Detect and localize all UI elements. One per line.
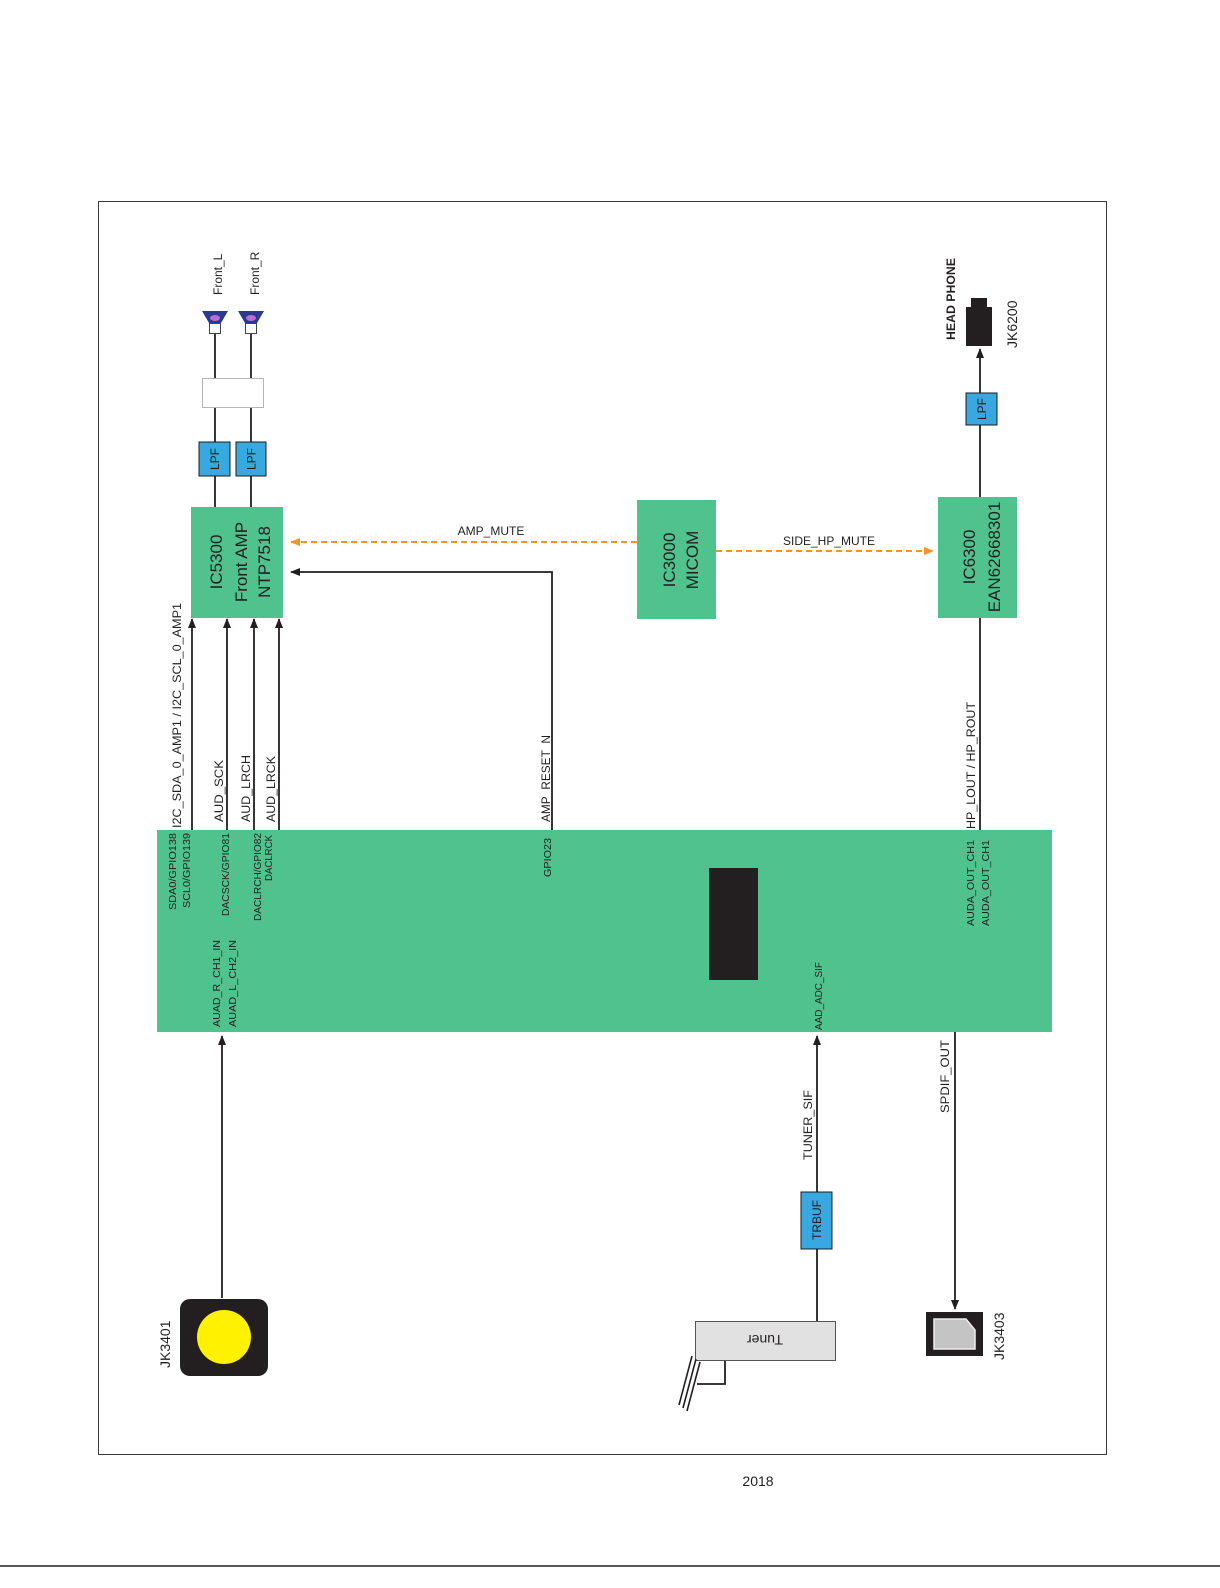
- ic5300-function: Front AMP: [232, 522, 251, 602]
- signal-tuner-sif: TUNER_SIF: [801, 1090, 815, 1160]
- speaker-icon: [238, 311, 264, 334]
- ic5300-part: NTP7518: [255, 526, 274, 598]
- optical-jack-icon: [926, 1312, 983, 1356]
- pin-daclrch: DACLRCH/GPIO82: [252, 833, 264, 921]
- pin-gpio23: GPIO23: [542, 838, 554, 877]
- signal-aud-lrck: AUD_LRCK: [264, 756, 278, 822]
- signal-aud-sck: AUD_SCK: [212, 760, 226, 822]
- output-headphone: HEAD PHONE: [944, 258, 958, 340]
- output-front-r: Front_R: [248, 251, 262, 295]
- diagram-frame: [98, 201, 1107, 1455]
- speaker-l-dome: [210, 315, 220, 321]
- pin-daclrck: DACLRCK: [263, 835, 275, 881]
- connector-jk3403: JK3403: [991, 1312, 1007, 1360]
- ic3000-ref: IC3000: [660, 533, 679, 588]
- pin-aad-adc-sif: AAD_ADC_SIF: [813, 962, 825, 1030]
- rca-jack-icon: [180, 1299, 268, 1376]
- signal-aud-lrch: AUD_LRCH: [239, 755, 253, 822]
- connector-jk3401: JK3401: [157, 1320, 173, 1368]
- signal-spdif-out: SPDIF_OUT: [938, 1039, 952, 1113]
- lpf-headphone-label: LPF: [975, 398, 989, 420]
- ic3000-function: MICOM: [683, 531, 702, 590]
- pin-auda-out-a: AUDA_OUT_CH1: [965, 840, 977, 926]
- pin-auda-out-b: AUDA_OUT_CH1: [980, 840, 992, 926]
- footer-year: 2018: [742, 1473, 773, 1489]
- soc-block: [157, 830, 1052, 1032]
- speaker-connector-box: [202, 378, 264, 408]
- ic6300-block: [938, 497, 1017, 618]
- speaker-r-magnet: [245, 323, 257, 334]
- speaker-icon: [202, 311, 228, 334]
- pin-auad-r-in: AUAD_R_CH1_IN: [211, 940, 223, 1027]
- speaker-r-dome: [246, 315, 256, 321]
- ic3000-block: [637, 500, 716, 619]
- antenna-stroke-3: [686, 1361, 701, 1412]
- lpf-front-l-label: LPF: [208, 448, 222, 470]
- antenna-icon: [678, 1355, 726, 1412]
- lpf-headphone-box: [965, 392, 998, 426]
- trbuf-label: TRBUF: [810, 1200, 824, 1240]
- signal-hp-out: HP_LOUT / HP_ROUT: [964, 701, 978, 829]
- signal-amp-mute: AMP_MUTE: [458, 524, 525, 538]
- lpf-front-l-box: [198, 441, 231, 477]
- pin-auad-l-in: AUAD_L_CH2_IN: [227, 940, 239, 1027]
- rca-jack-center: [197, 1310, 251, 1364]
- ic5300-ref: IC5300: [207, 535, 226, 590]
- ic6300-ref: IC6300: [960, 530, 979, 585]
- tuner-label: Tuner: [747, 1332, 783, 1348]
- tuner-box: [695, 1321, 836, 1361]
- output-front-l: Front_L: [211, 253, 225, 295]
- speaker-l-magnet: [209, 323, 221, 334]
- amp-reset-arrow: [290, 568, 553, 830]
- signal-side-hp-mute: SIDE_HP_MUTE: [783, 534, 875, 548]
- antenna-stroke-1: [678, 1355, 693, 1406]
- ic5300-block: [191, 507, 283, 618]
- pin-scl0: SCL0/GPIO139: [181, 833, 193, 908]
- optical-jack-port: [933, 1318, 976, 1350]
- connector-jk6200: JK6200: [1004, 300, 1020, 348]
- headphone-jack-icon: [966, 298, 992, 346]
- soc-chip-marker: [709, 868, 758, 980]
- ic6300-part: EAN62668301: [985, 502, 1004, 613]
- lpf-front-r-label: LPF: [245, 448, 259, 470]
- signal-amp-reset-n: AMP_RESET_N: [539, 735, 553, 822]
- pin-dacsck: DACSCK/GPIO81: [220, 833, 232, 916]
- antenna-feed: [697, 1361, 726, 1385]
- antenna-stroke-2: [682, 1358, 697, 1409]
- signal-i2c: I2C_SDA_0_AMP1 / I2C_SCL_0_AMP1: [170, 603, 184, 828]
- pin-sda0: SDA0/GPIO138: [167, 833, 179, 910]
